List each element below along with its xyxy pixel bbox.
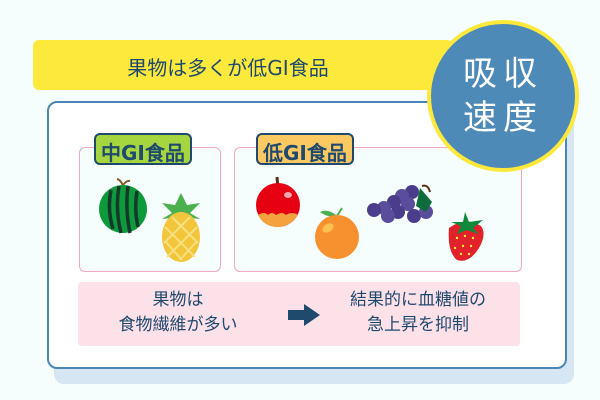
- cause-line-2: 食物繊維が多い: [118, 315, 238, 335]
- grapes-icon: [367, 184, 433, 223]
- strawberry-icon: [448, 212, 484, 261]
- badge-line-1: 吸収: [463, 54, 543, 94]
- explanation-note: 果物は 食物繊維が多い 結果的に血糖値の 急上昇を抑制: [78, 282, 520, 346]
- medium-gi-group: 中GI食品: [79, 133, 221, 272]
- cause-text: 果物は 食物繊維が多い: [78, 288, 278, 338]
- effect-line-1: 結果的に血糖値の: [350, 290, 486, 310]
- pineapple-icon: [162, 193, 200, 262]
- badge-line-2: 速度: [463, 98, 543, 138]
- right-arrow-icon: [288, 304, 320, 326]
- apple-icon: [256, 176, 300, 227]
- effect-text: 結果的に血糖値の 急上昇を抑制: [308, 288, 528, 338]
- cause-line-1: 果物は: [152, 290, 204, 310]
- effect-line-2: 急上昇を抑制: [367, 315, 469, 335]
- low-gi-label: 低GI食品: [256, 133, 354, 165]
- watermelon-icon: [99, 178, 147, 234]
- headline-text: 果物は多くが低GI食品: [127, 56, 329, 80]
- orange-icon: [315, 207, 359, 259]
- absorption-speed-badge: 吸収 速度: [427, 20, 579, 172]
- headline-banner: 果物は多くが低GI食品: [33, 40, 453, 90]
- medium-gi-label: 中GI食品: [94, 133, 192, 165]
